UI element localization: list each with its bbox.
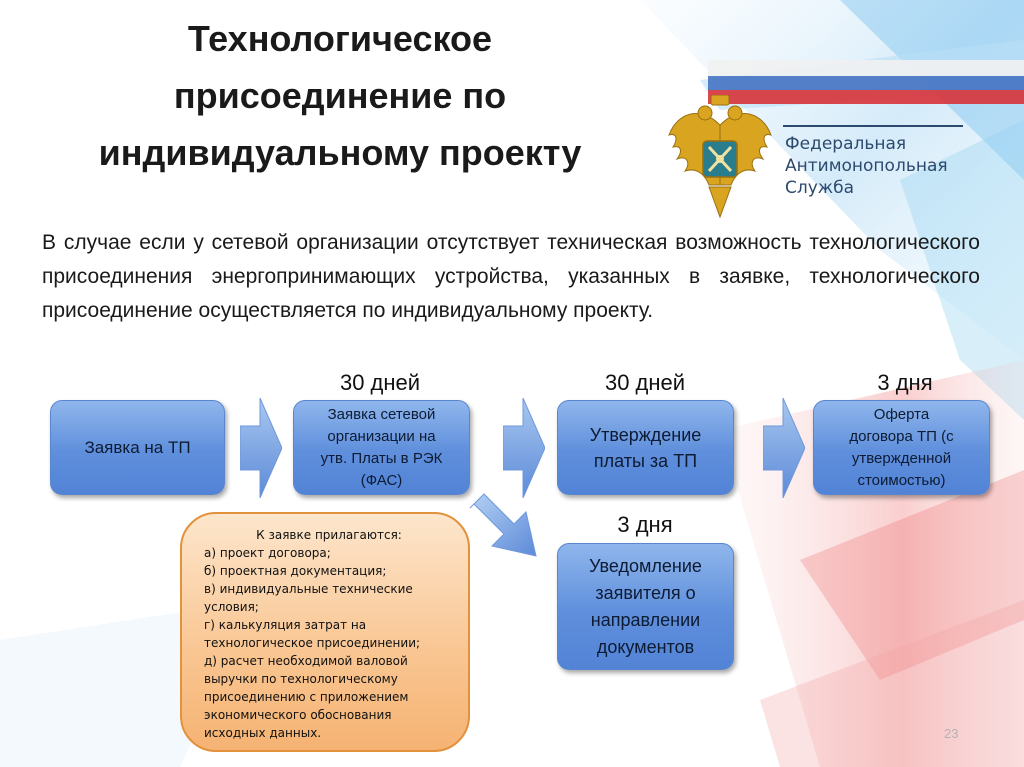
attachment-item: в) индивидуальные технические условия; <box>204 582 413 614</box>
logo-divider <box>783 125 963 127</box>
box-approval-line-2: платы за ТП <box>593 450 698 471</box>
box-fee-approval: Утверждение платы за ТП <box>557 400 734 495</box>
box-contract-offer: Оферта договора ТП (с утвержденной стоим… <box>813 400 990 495</box>
box-network-line-3: утв. Платы в РЭК <box>320 449 443 467</box>
arrow-right-icon <box>503 398 545 498</box>
org-name-line-1: Федеральная <box>785 134 907 154</box>
page-number: 23 <box>944 726 959 741</box>
box-application-label: Заявка на ТП <box>84 437 191 457</box>
title-line-2: присоединение по <box>173 75 507 116</box>
intro-paragraph: В случае если у сетевой организации отсу… <box>42 231 980 322</box>
period-label-2: 30 дней <box>604 370 686 395</box>
box-notice-line-2: заявителя о <box>595 582 696 603</box>
period-label-4: 3 дня <box>617 512 673 537</box>
double-headed-eagle-emblem-icon <box>668 95 772 219</box>
attachment-item: д) расчет необходимой валовой выручки по… <box>204 654 409 740</box>
fas-logo: Федеральная Антимонопольная Служба <box>665 95 965 220</box>
box-notice-line-4: документов <box>596 636 695 657</box>
period-label-3: 3 дня <box>877 370 933 395</box>
attachment-item: г) калькуляция затрат на технологическое… <box>204 618 421 650</box>
box-network-line-1: Заявка сетевой <box>327 405 436 423</box>
org-name-line-3: Служба <box>785 178 855 198</box>
box-approval-line-1: Утверждение <box>589 424 702 445</box>
box-network-line-2: организации на <box>327 427 436 445</box>
box-network-request: Заявка сетевой организации на утв. Платы… <box>293 400 470 495</box>
title-line-3: индивидуальному проекту <box>98 132 582 173</box>
attachment-item: б) проектная документация; <box>204 564 387 578</box>
period-label-1: 30 дней <box>339 370 421 395</box>
box-network-line-4: (ФАС) <box>360 471 403 489</box>
box-offer-line-3: утвержденной <box>851 449 952 467</box>
box-offer-line-4: стоимостью) <box>857 471 946 489</box>
box-offer-line-1: Оферта <box>873 405 930 423</box>
attachments-box: К заявке прилагаются: а) проект договора… <box>180 512 470 752</box>
box-offer-line-2: договора ТП (с <box>849 427 954 445</box>
attachments-heading: К заявке прилагаются: <box>256 528 402 542</box>
box-application: Заявка на ТП <box>50 400 225 495</box>
box-notice-line-1: Уведомление <box>589 555 702 576</box>
arrow-right-icon <box>763 398 805 498</box>
arrow-diagonal-down-icon <box>469 493 537 557</box>
org-name-line-2: Антимонопольная <box>785 156 948 176</box>
org-name: Федеральная Антимонопольная Служба <box>785 133 948 199</box>
attachment-item: а) проект договора; <box>204 546 331 560</box>
box-applicant-notice: Уведомление заявителя о направлении доку… <box>557 543 734 670</box>
arrow-right-icon <box>240 398 282 498</box>
title-line-1: Технологическое <box>187 18 493 59</box>
page-title: Технологическое присоединение по индивид… <box>40 10 640 181</box>
box-notice-line-3: направлении <box>590 609 701 630</box>
